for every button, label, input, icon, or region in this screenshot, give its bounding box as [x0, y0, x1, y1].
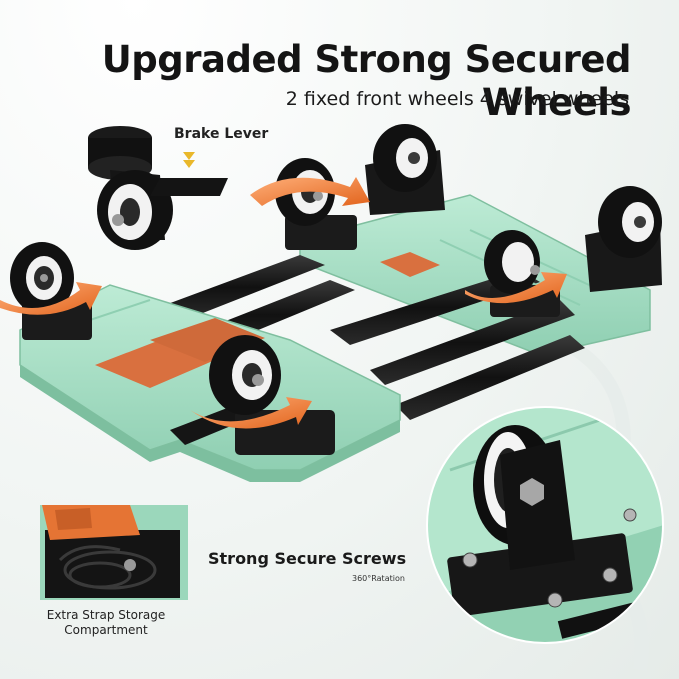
rotation-label: 360°Ratation: [352, 574, 405, 583]
brake-lever-caster: [88, 126, 228, 250]
page-subtitle: 2 fixed front wheels 4 swivel wheels: [285, 88, 629, 110]
chevron-down-icon: [183, 152, 195, 168]
right-swivel-wheel: [484, 230, 560, 317]
rear-fixed-wheel-2: [585, 186, 662, 292]
strap-storage-label-line2: Compartment: [64, 623, 148, 637]
screws-label: Strong Secure Screws: [208, 549, 407, 568]
page-title: Upgraded Strong Secured Wheels: [101, 38, 632, 124]
strap-storage-label: Extra Strap Storage Compartment: [26, 608, 186, 638]
brake-lever-label: Brake Lever: [174, 126, 269, 142]
middle-swivel-wheel: [275, 158, 357, 250]
rotation-arrows: [0, 177, 567, 429]
strap-storage-label-line1: Extra Strap Storage: [46, 608, 166, 622]
rear-fixed-wheel-1: [365, 124, 445, 215]
strap-storage-inset: [40, 505, 188, 600]
